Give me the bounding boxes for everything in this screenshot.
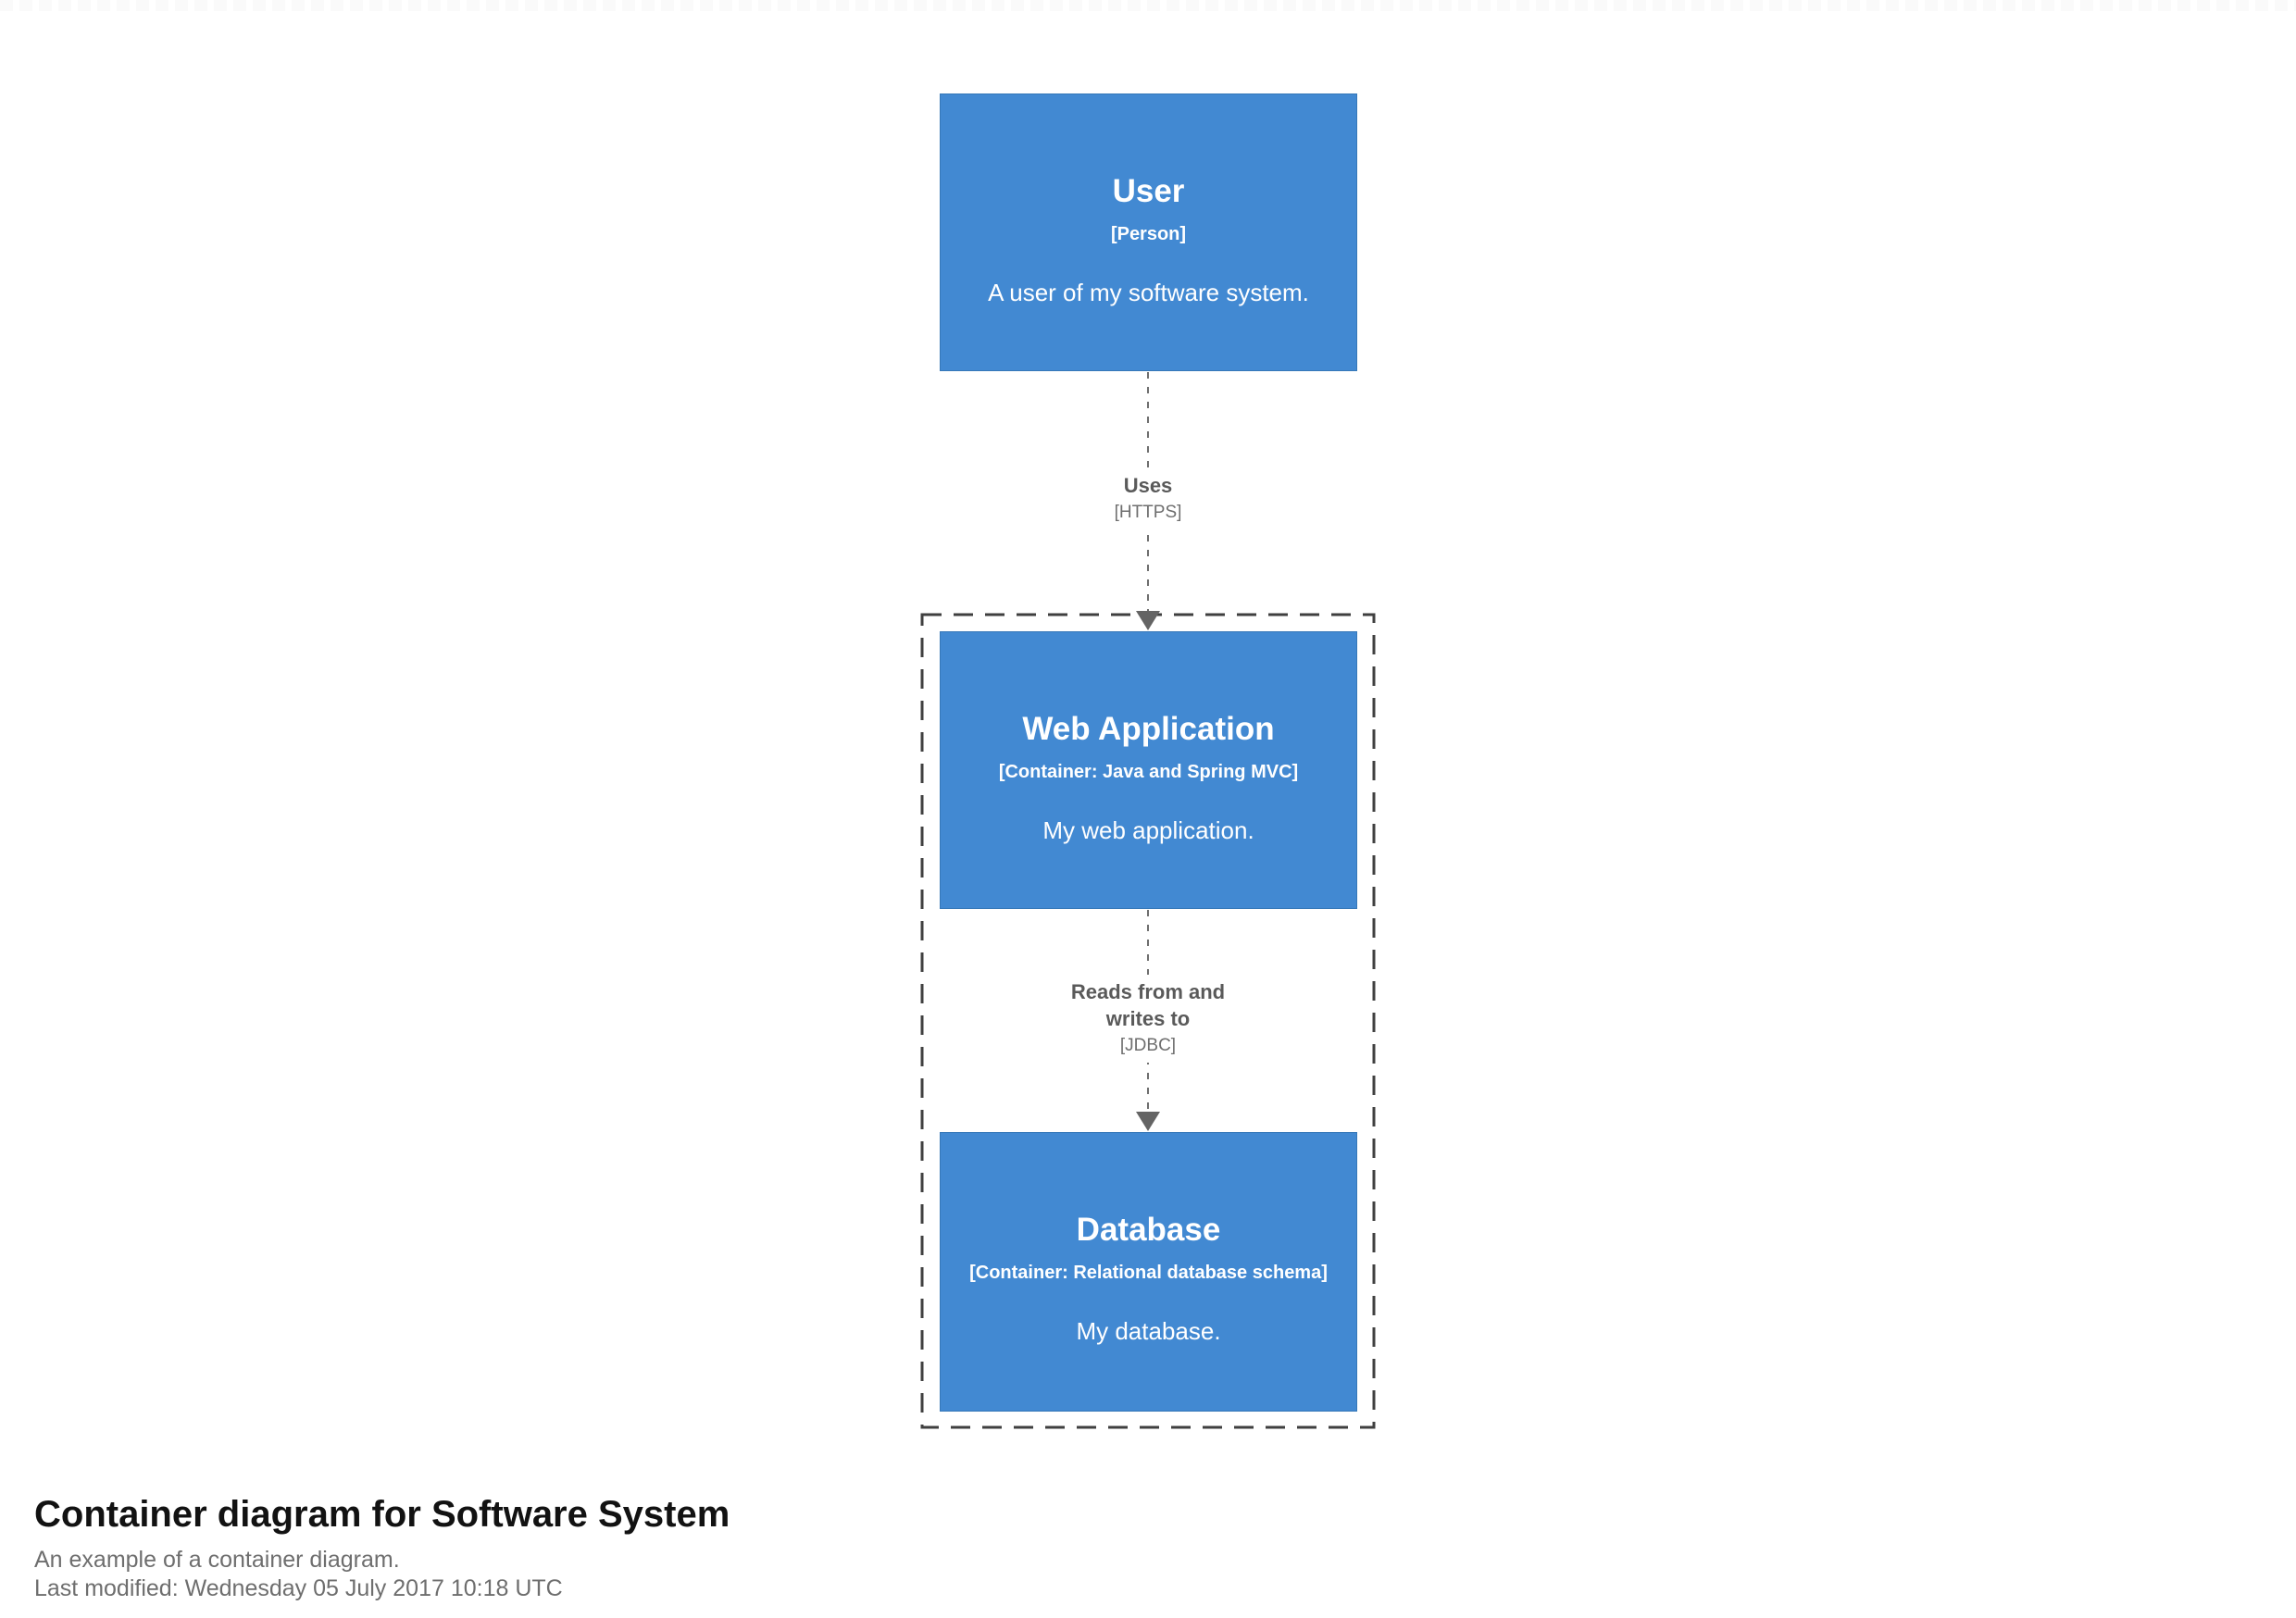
relationship-name: Uses (1123, 474, 1173, 497)
arrow-down-head-icon (1136, 1112, 1160, 1131)
node-user[interactable]: User [Person] A user of my software syst… (940, 93, 1357, 371)
node-title: Database (1076, 1212, 1221, 1248)
node-meta: [Person] (1110, 224, 1187, 244)
node-title: User (1112, 173, 1185, 209)
node-meta: [Container: Java and Spring MVC] (998, 762, 1299, 782)
relationship-technology: [HTTPS] (1114, 503, 1182, 522)
node-description: My database. (1076, 1317, 1221, 1345)
diagram-subtitle: An example of a container diagram. (34, 1547, 400, 1573)
top-edge-artifact (0, 0, 2296, 11)
relationship-label-uses: Uses [HTTPS] (1044, 468, 1252, 529)
arrow-down-head-icon (1136, 611, 1160, 630)
node-meta: [Container: Relational database schema] (969, 1263, 1328, 1283)
relationship-technology: [JDBC] (1119, 1036, 1177, 1055)
diagram-footer: Container diagram for Software System An… (34, 1492, 730, 1603)
node-database[interactable]: Database [Container: Relational database… (940, 1132, 1357, 1412)
node-description: A user of my software system. (988, 279, 1309, 306)
node-web-application[interactable]: Web Application [Container: Java and Spr… (940, 631, 1357, 909)
node-title: Web Application (1022, 711, 1275, 747)
relationship-name: Reads from and writes to (1070, 980, 1226, 1030)
diagram-last-modified: Last modified: Wednesday 05 July 2017 10… (34, 1575, 563, 1601)
node-description: My web application. (1042, 816, 1254, 844)
diagram-title: Container diagram for Software System (34, 1494, 730, 1535)
relationship-label-reads-writes: Reads from and writes to [JDBC] (1044, 975, 1252, 1063)
